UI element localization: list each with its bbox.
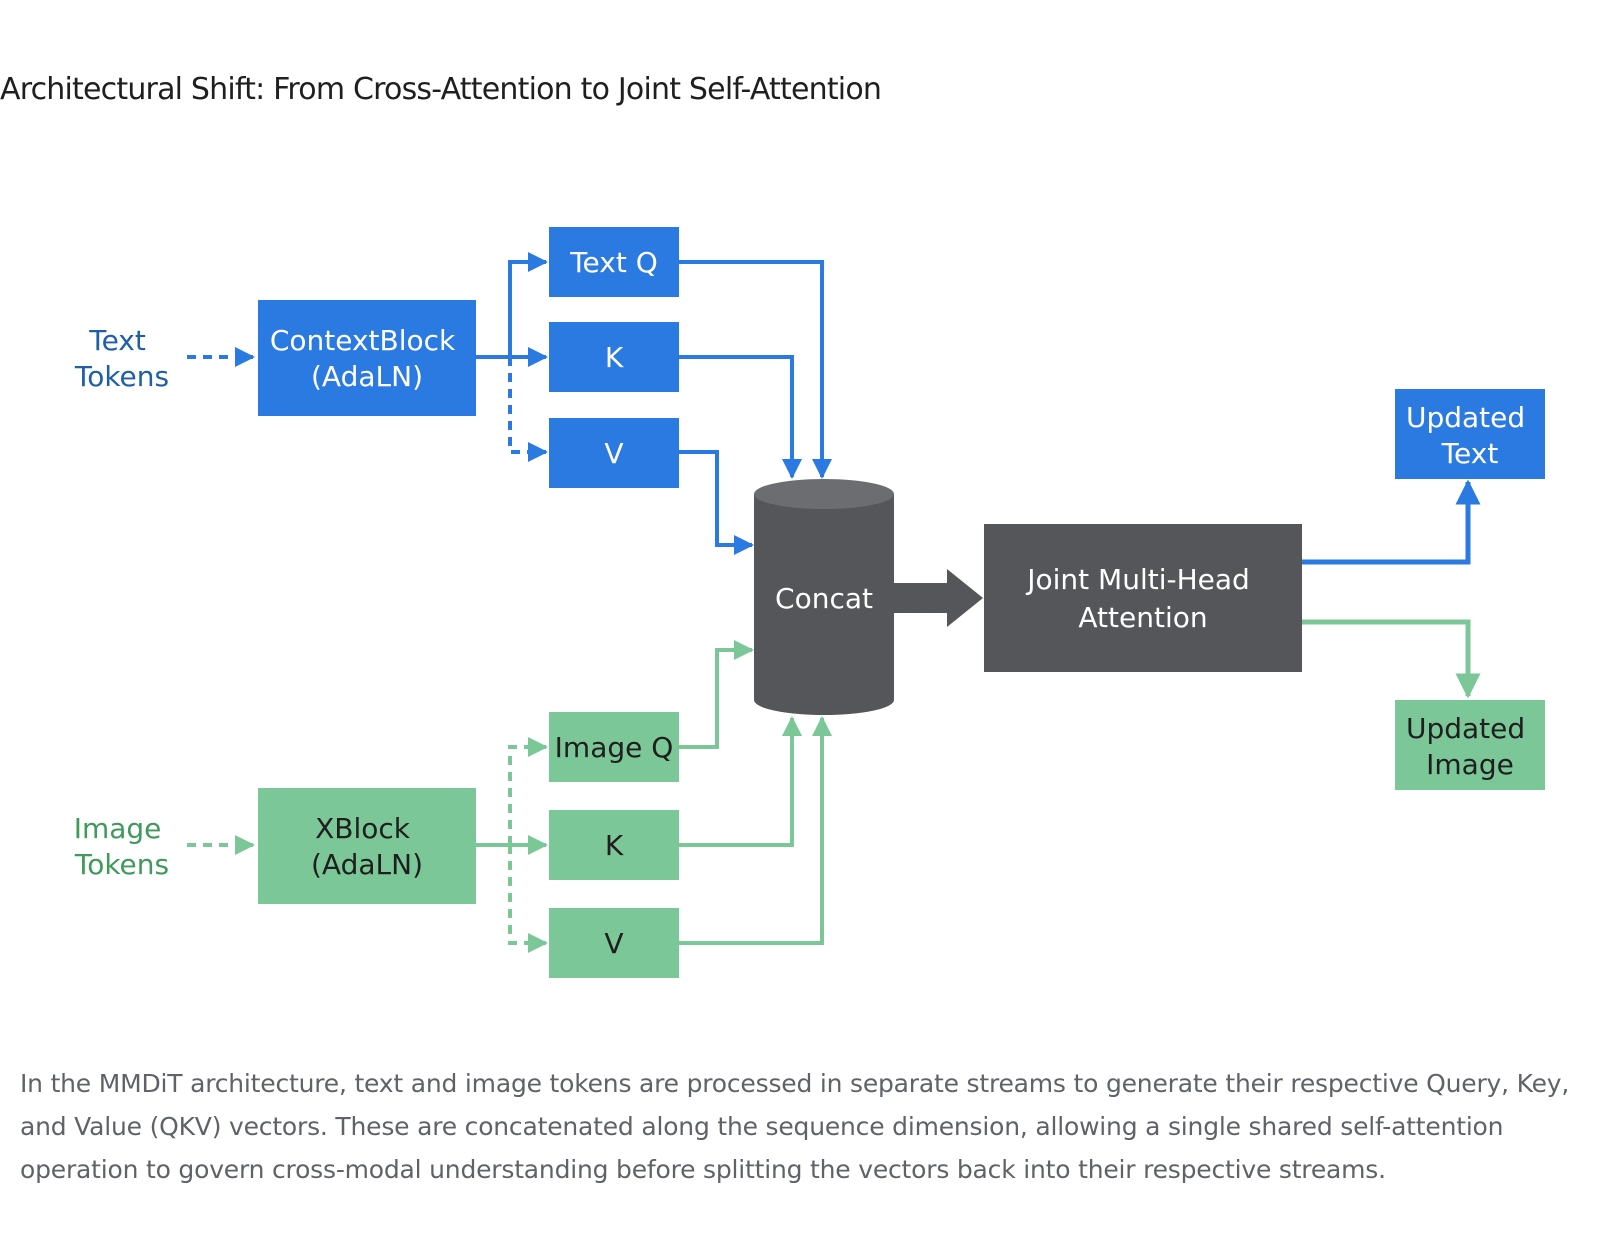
concat-cylinder: Concat (754, 479, 894, 715)
updated-text-label: Updated Text (1406, 401, 1534, 470)
image-k-box (549, 810, 679, 880)
image-v-box (549, 908, 679, 978)
updated-text-label-line1: Updated (1406, 401, 1525, 434)
text-k-label: K (605, 341, 624, 374)
image-tokens-label-line2: Tokens (74, 848, 169, 881)
text-v-to-concat-arrow (678, 450, 754, 555)
joint-attention-box (984, 524, 1302, 672)
text-tokens-label-line2: Tokens (74, 360, 169, 393)
concat-cylinder-body (754, 494, 894, 715)
xblock-box (258, 788, 476, 904)
text-v-label: V (604, 437, 623, 470)
joint-attention-label-line1: Joint Multi-Head (1025, 563, 1250, 596)
context-block-label: ContextBlock (AdaLN) (270, 324, 464, 393)
updated-image-label-line2: Image (1426, 748, 1514, 781)
architecture-diagram-svg: Text Tokens ContextBlock (AdaLN) Text Q … (74, 227, 1545, 978)
image-v-label: V (604, 927, 623, 960)
page-title: Architectural Shift: From Cross-Attentio… (0, 72, 882, 107)
updated-image-box (1395, 700, 1545, 790)
concat-to-attention-arrow (892, 569, 983, 627)
text-v-box (549, 418, 679, 488)
image-stream-connectors (187, 619, 1481, 953)
updated-image-label: Updated Image (1406, 712, 1534, 781)
text-tokens-label-line1: Text (88, 324, 146, 357)
image-v-to-concat-arrow (678, 716, 832, 945)
image-k-to-concat-arrow (678, 716, 802, 847)
image-k-label: K (605, 829, 624, 862)
text-k-box (549, 322, 679, 392)
text-stream-connectors (187, 252, 1481, 565)
updated-text-box (1395, 389, 1545, 479)
text-q-to-concat-arrow (678, 260, 832, 479)
text-q-label: Text Q (569, 246, 658, 279)
diagram-caption: In the MMDiT architecture, text and imag… (20, 1069, 1570, 1184)
context-block-box (258, 300, 476, 416)
concat-cylinder-top (754, 479, 894, 509)
joint-attention-label-line2: Attention (1078, 601, 1207, 634)
xblock-label-line2: (AdaLN) (311, 848, 423, 881)
image-block-to-v-dashed-arrow (508, 845, 548, 953)
image-tokens-label: Image Tokens (74, 812, 171, 881)
text-k-to-concat-arrow (678, 355, 802, 479)
attention-to-updated-image-arrow (1300, 619, 1481, 699)
updated-image-label-line1: Updated (1406, 712, 1525, 745)
image-q-box (549, 712, 679, 782)
image-q-label: Image Q (555, 731, 674, 764)
text-block-to-v-dashed-arrow (508, 357, 548, 462)
image-tokens-label-line1: Image (74, 812, 162, 845)
image-block-to-q-dashed-arrow (508, 737, 548, 845)
architecture-diagram: Text Tokens ContextBlock (AdaLN) Text Q … (0, 150, 1600, 1030)
xblock-label: XBlock (AdaLN) (311, 812, 423, 881)
context-block-label-line1: ContextBlock (270, 324, 456, 357)
joint-attention-label: Joint Multi-Head Attention (1025, 563, 1258, 634)
updated-text-label-line2: Text (1441, 437, 1499, 470)
attention-to-updated-text-arrow (1300, 479, 1481, 565)
context-block-label-line2: (AdaLN) (311, 360, 423, 393)
text-block-to-q-arrow (508, 252, 548, 357)
text-q-box (549, 227, 679, 297)
text-tokens-label: Text Tokens (74, 324, 169, 393)
xblock-label-line1: XBlock (315, 812, 411, 845)
concat-label: Concat (775, 582, 873, 615)
image-q-to-concat-arrow (678, 640, 754, 749)
